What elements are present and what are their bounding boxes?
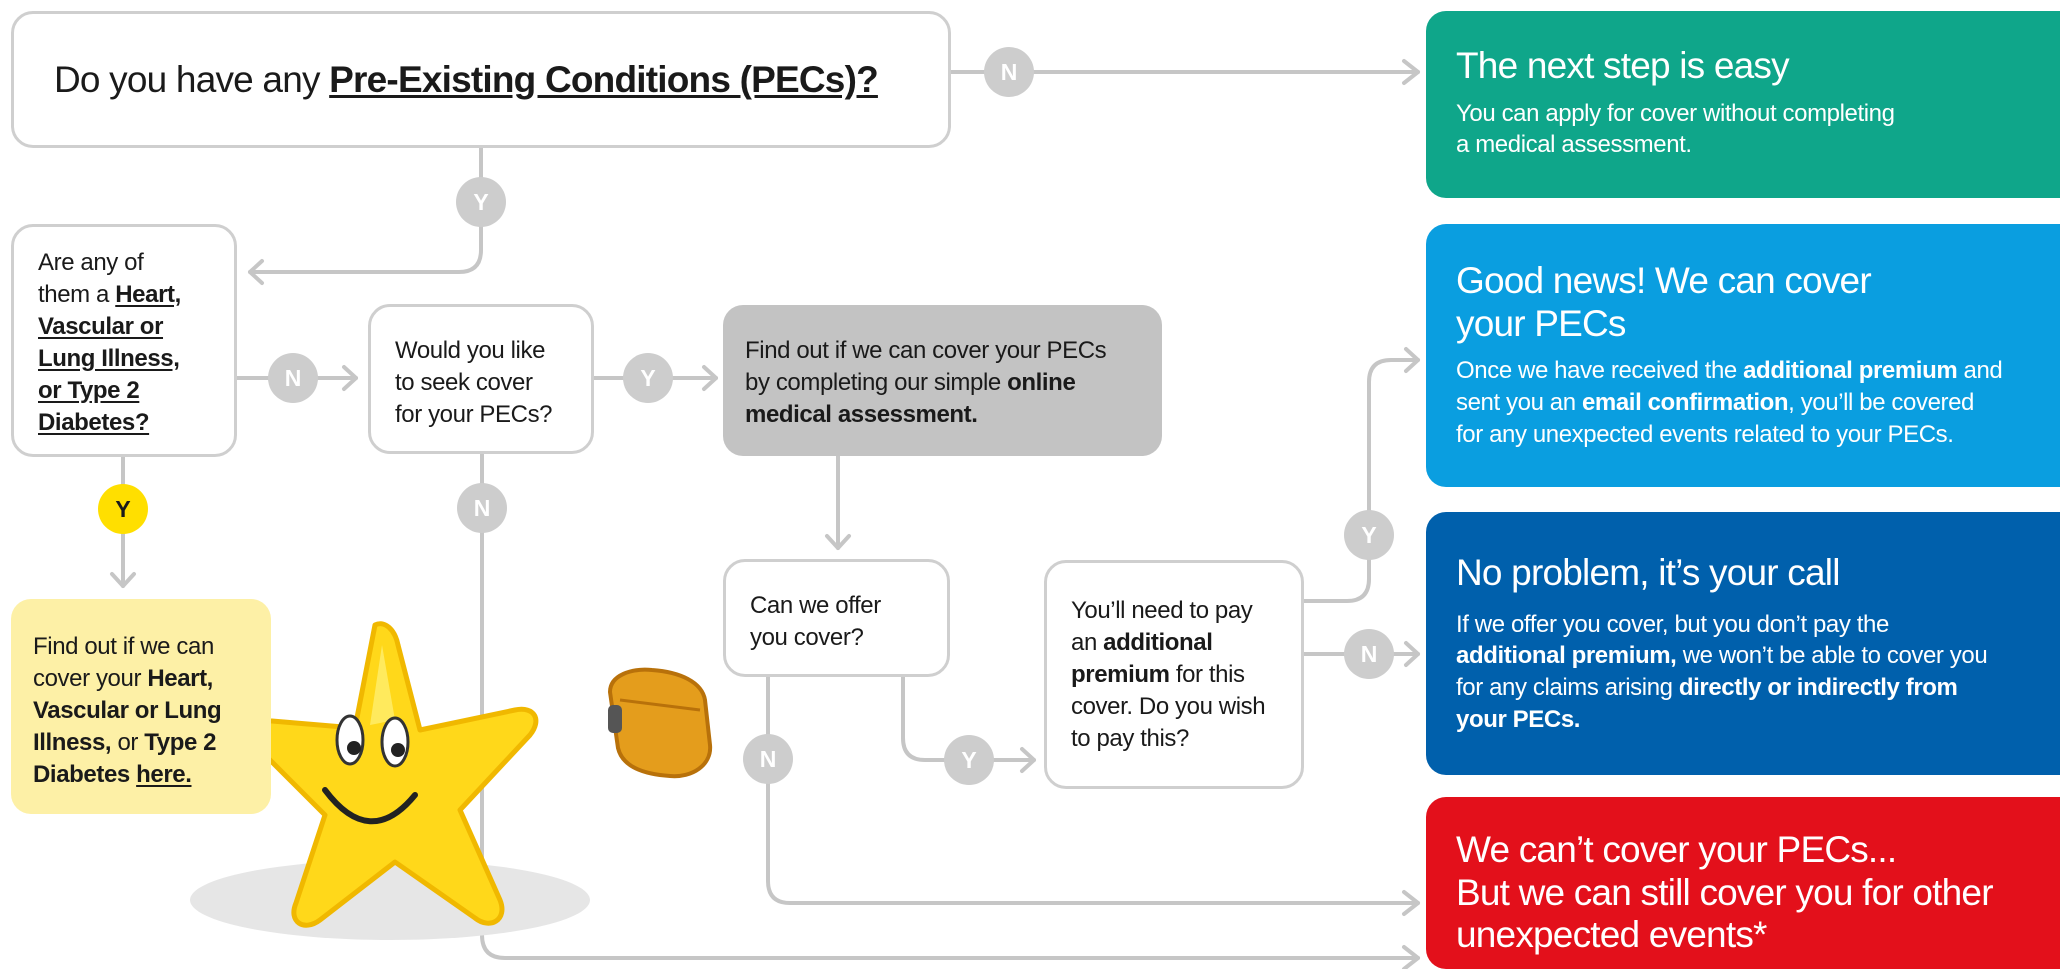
arrowhead-good-news — [1404, 347, 1420, 373]
outcome-cant-cover: We can’t cover your PECs... But we can s… — [1426, 797, 2060, 969]
badge-heart-no: N — [268, 353, 318, 403]
arrowhead-seek — [342, 365, 358, 391]
arrowhead-easy — [1402, 59, 1420, 85]
arrowhead-heart-link — [110, 572, 136, 588]
heart-cover-info-box: Find out if we can cover your Heart, Vas… — [11, 599, 271, 814]
pre-existing-conditions-link[interactable]: Pre-Existing Conditions (PECs)? — [329, 58, 879, 100]
outcome-no-problem: No problem, it’s your call If we offer y… — [1426, 512, 2060, 775]
arrowhead-no-problem — [1404, 641, 1420, 667]
heart-cover-here-link[interactable]: here. — [136, 760, 192, 788]
mascot-star-highlight — [370, 645, 395, 725]
online-medical-assessment-box: Find out if we can cover your PECs by co… — [723, 305, 1162, 456]
connector-main-yes — [248, 146, 483, 274]
star-mascot-image — [190, 621, 713, 940]
outcome-good-news-title: Good news! We can cover your PECs — [1456, 260, 1872, 344]
outcome-no-problem-title: No problem, it’s your call — [1456, 552, 1840, 593]
badge-heart-yes: Y — [98, 484, 148, 534]
mascot-shadow — [190, 860, 590, 940]
question-pay-additional-premium: You’ll need to pay an additional premium… — [1044, 560, 1304, 789]
outcome-easy-title: The next step is easy — [1456, 45, 1790, 86]
badge-offer-no: N — [743, 734, 793, 784]
arrowhead-online — [702, 365, 718, 391]
diabetes-link[interactable]: Diabetes? — [38, 408, 150, 436]
badge-pay-yes: Y — [1344, 510, 1394, 560]
arrowhead-heart-question — [248, 259, 264, 285]
question-offer-cover: Can we offer you cover? — [723, 559, 950, 677]
arrowhead-pay — [1020, 747, 1036, 773]
connector-offer-no — [766, 675, 1420, 905]
badge-main-no: N — [984, 47, 1034, 97]
badge-offer-yes: Y — [944, 735, 994, 785]
badge-seek-yes: Y — [623, 353, 673, 403]
badge-pay-no: N — [1344, 629, 1394, 679]
lung-illness-link[interactable]: Lung Illness, — [38, 344, 180, 372]
arrowhead-offer — [825, 534, 851, 550]
outcome-good-news: Good news! We can cover your PECs Once w… — [1426, 224, 2060, 487]
badge-seek-no: N — [457, 483, 507, 533]
question-seek-cover: Would you like to seek cover for your PE… — [368, 304, 594, 454]
connector-offer-yes — [901, 675, 1036, 762]
mascot-briefcase — [607, 667, 713, 779]
mascot-left-eye — [335, 714, 365, 766]
vascular-link[interactable]: Vascular or — [38, 312, 164, 340]
arrowhead-cant-2 — [1402, 890, 1420, 916]
outcome-cant-cover-title: We can’t cover your PECs... But we can s… — [1456, 829, 1994, 956]
connector-pay-yes — [1302, 358, 1420, 603]
question-heart-vascular-lung-diabetes: Are any of them a Heart, Vascular or Lun… — [11, 224, 237, 457]
type-2-link[interactable]: or Type 2 — [38, 376, 140, 404]
question-pre-existing-conditions: Do you have any Pre-Existing Conditions … — [11, 11, 951, 148]
outcome-next-step-easy: The next step is easy You can apply for … — [1426, 11, 2060, 198]
badge-main-yes: Y — [456, 177, 506, 227]
question-pre-existing-text: Do you have any Pre-Existing Conditions … — [54, 58, 879, 100]
mascot-smile — [322, 787, 418, 825]
arrowhead-cant-1 — [1402, 945, 1420, 969]
heart-illness-link[interactable]: Heart, — [115, 280, 181, 308]
mascot-right-eye — [380, 716, 410, 768]
